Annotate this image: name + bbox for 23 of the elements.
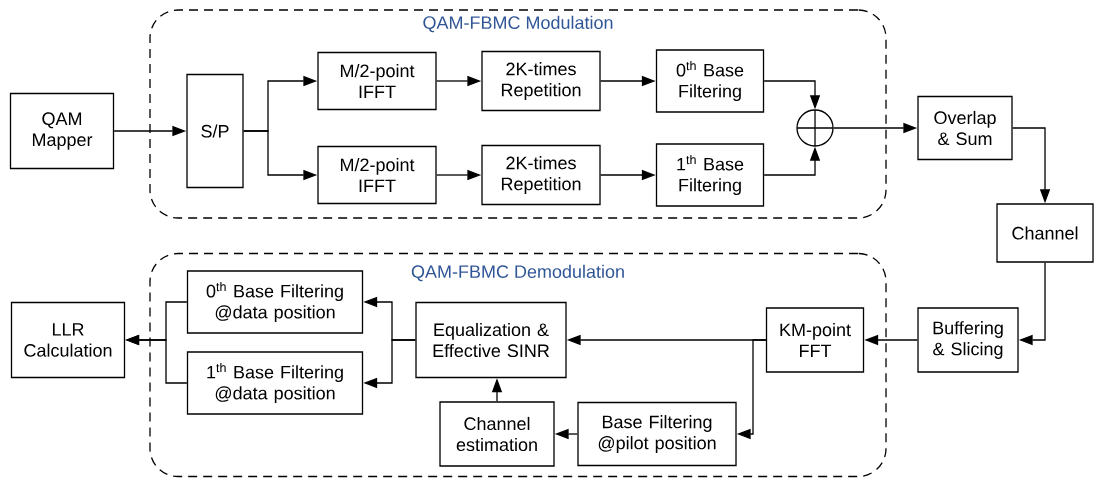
process-box: Channel bbox=[996, 203, 1094, 263]
process-box: 1$^{th}$ Base Filtering bbox=[655, 143, 765, 207]
process-box: 2K-times Repetition bbox=[481, 144, 601, 206]
process-box: Buffering & Slicing bbox=[917, 307, 1019, 373]
group-title: QAM-FBMC Demodulation bbox=[411, 264, 624, 282]
dashed-group-box bbox=[149, 252, 887, 478]
process-box: M/2-point IFFT bbox=[317, 145, 437, 205]
process-box: 0$^{th}$ Base Filtering @data position bbox=[186, 270, 364, 334]
process-box: LLR Calculation bbox=[10, 301, 126, 379]
process-box: Base Filtering @pilot position bbox=[577, 401, 737, 467]
summation-circle bbox=[796, 109, 834, 147]
dashed-group-box bbox=[149, 9, 887, 219]
process-box: 2K-times Repetition bbox=[481, 50, 601, 112]
process-box: M/2-point IFFT bbox=[317, 51, 437, 111]
process-box: Overlap & Sum bbox=[917, 95, 1013, 161]
process-box: Equalization & Effective SINR bbox=[415, 301, 567, 379]
process-box: S/P bbox=[186, 73, 244, 189]
process-box: Channel estimation bbox=[439, 401, 555, 467]
process-box: KM-point FFT bbox=[765, 307, 865, 373]
process-box: 1$^{th}$ Base Filtering @data position bbox=[186, 351, 364, 415]
process-box: 0$^{th}$ Base Filtering bbox=[655, 49, 765, 113]
process-box: QAM Mapper bbox=[9, 92, 115, 170]
group-title: QAM-FBMC Modulation bbox=[423, 15, 613, 33]
